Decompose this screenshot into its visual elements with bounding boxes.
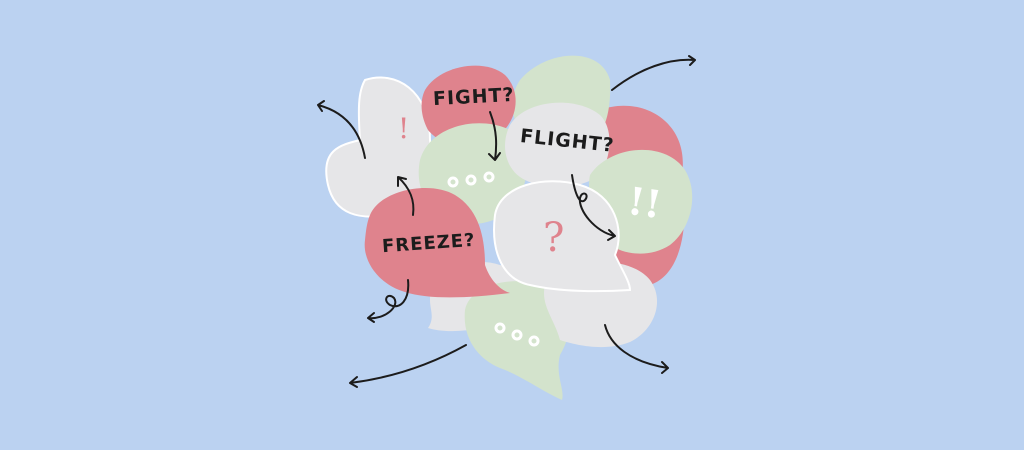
exclamation-mark-icon: ! — [398, 112, 410, 145]
arrow-flight-curl — [571, 174, 616, 241]
arrows — [317, 55, 696, 388]
pink-bubble-freeze — [364, 187, 510, 298]
arrow-top-right — [611, 55, 696, 91]
dots-bottom-icon — [494, 322, 540, 347]
fight-label: FIGHT? — [432, 83, 516, 111]
arrow-bottom-right — [604, 324, 669, 374]
question-mark-icon: ? — [543, 215, 565, 261]
grey-bubble-flight — [505, 102, 610, 187]
arrow-freeze-curl — [367, 279, 410, 323]
double-exclamation-icon: !! — [625, 177, 665, 228]
green-bubble-dots-bottom — [464, 281, 570, 400]
arrow-top-left — [317, 100, 366, 159]
arrow-freeze-up — [397, 176, 415, 216]
dots-top-icon — [447, 171, 495, 188]
grey-bubble-question — [493, 180, 632, 293]
arrow-fight-down — [488, 111, 501, 161]
arrow-bottom-left — [349, 344, 467, 388]
